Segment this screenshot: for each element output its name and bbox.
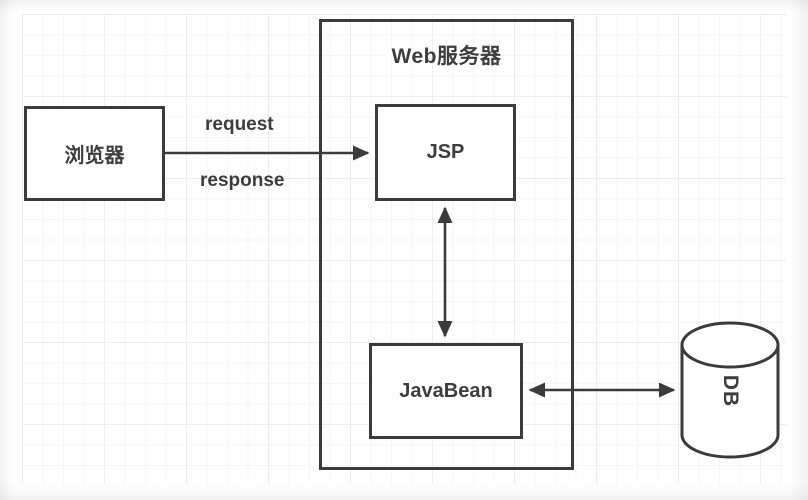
node-webserver[interactable]: Web服务器 (319, 19, 574, 470)
node-jsp[interactable]: JSP (375, 104, 516, 201)
node-javabean-label: JavaBean (399, 379, 493, 402)
grid-background (22, 14, 786, 484)
node-jsp-label: JSP (426, 141, 465, 163)
node-javabean[interactable]: JavaBean (369, 343, 523, 439)
edge-label-response: response (200, 170, 285, 191)
db-cylinder (680, 321, 780, 459)
node-browser-label: 浏览器 (64, 145, 125, 167)
node-browser[interactable]: 浏览器 (24, 106, 165, 201)
node-webserver-label: Web服务器 (391, 45, 502, 68)
edge-label-request: request (205, 114, 274, 135)
